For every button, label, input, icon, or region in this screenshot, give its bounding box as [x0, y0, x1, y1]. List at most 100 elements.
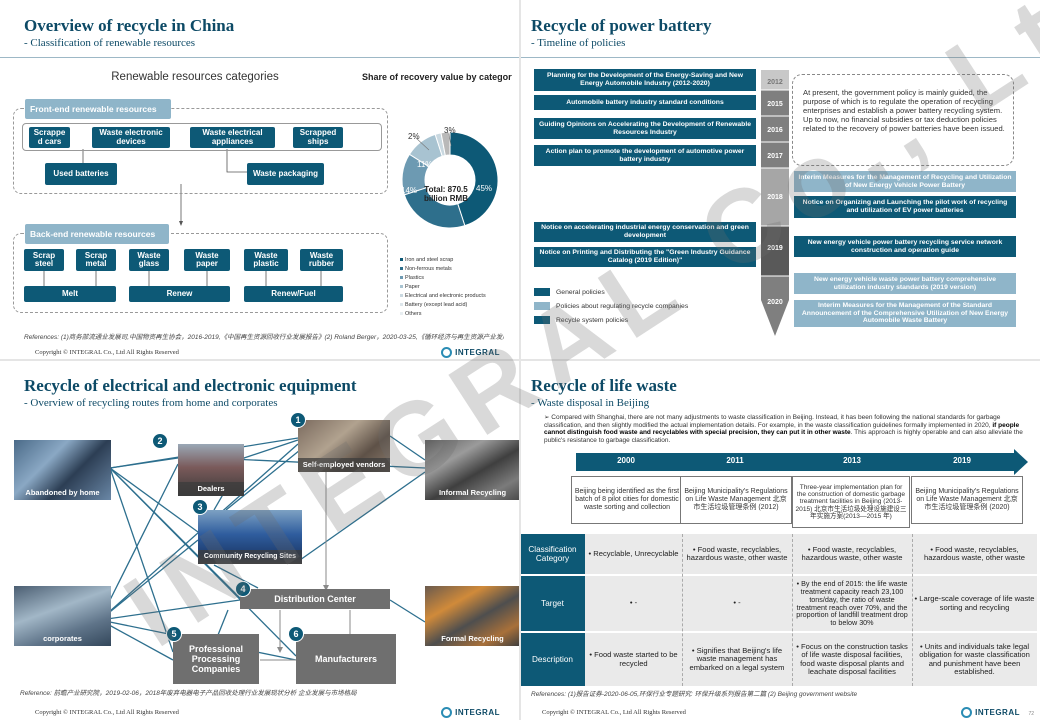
- categories-title: Renewable resources categories: [111, 71, 279, 83]
- back-item-scrap-metal: Scrap metal: [76, 249, 116, 271]
- legend-item: Non-ferrous metals: [400, 265, 486, 274]
- row-bg-description: [585, 633, 1037, 686]
- slide-title: Overview of recycle in China: [24, 16, 235, 35]
- back-item-scrap-steel: Scrap steel: [24, 249, 64, 271]
- policy-2018-a: Interim Measures for the Management of R…: [794, 171, 1016, 192]
- pie-label-3: 3%: [444, 126, 456, 135]
- pie-label-2: 2%: [408, 132, 420, 141]
- integral-logo: INTEGRAL: [961, 707, 1020, 718]
- node-distribution-center: Distribution Center: [240, 589, 390, 609]
- policy-2015: Automobile battery industry standard con…: [534, 95, 756, 110]
- step-4-badge: 4: [235, 581, 251, 597]
- cell-target-2011: • -: [733, 598, 741, 608]
- cell-target-2013: • By the end of 2015: the life waste tre…: [796, 579, 908, 628]
- back-item-waste-glass: Waste glass: [129, 249, 169, 271]
- legend-recycle-system: Recycle system policies: [534, 316, 628, 324]
- logo-ring-icon: [441, 707, 453, 718]
- dest-informal-recycling: Informal Recycling: [425, 440, 520, 500]
- step-1-badge: 1: [290, 412, 306, 428]
- year-2019: 2019: [767, 245, 783, 252]
- references: References: (1)商务部流通业发展司,中国物资再生协会，2016-2…: [24, 334, 504, 341]
- front-item-scrapped-ships: Scrapped ships: [293, 127, 343, 148]
- source-home: Abandoned by home: [14, 440, 111, 500]
- pie-label-leaders: [415, 133, 452, 151]
- event-2013: Three-year implementation plan for the c…: [792, 476, 910, 528]
- references: References: (1)报告证券-2020-06-05,环保行业专题研究:…: [531, 691, 858, 698]
- front-items-frame: [22, 123, 382, 151]
- year-2015: 2015: [767, 101, 783, 108]
- cell-desc-2000: • Food waste started to be recycled: [589, 650, 678, 668]
- tl-year-2000: 2000: [617, 456, 635, 465]
- step-2-badge: 2: [152, 433, 168, 449]
- step-5-badge: 5: [166, 626, 182, 642]
- slide-subtitle: - Timeline of policies: [531, 37, 626, 49]
- cell-class-2011: • Food waste, recyclables, hazardous was…: [686, 544, 788, 562]
- tl-year-2013: 2013: [843, 456, 861, 465]
- legend-item: Paper: [400, 283, 486, 292]
- col-sep: [912, 534, 913, 686]
- pie-center-text: Total: 870.5 billion RMB: [418, 185, 474, 204]
- cell-desc-2011: • Signifies that Beijing's life waste ma…: [689, 646, 785, 672]
- policy-2012: Planning for the Development of the Ener…: [534, 69, 756, 91]
- col-sep: [792, 534, 793, 686]
- policy-note: At present, the government policy is mai…: [792, 74, 1014, 166]
- policy-2019-b: Notice on Printing and Distributing the …: [534, 247, 756, 267]
- pie-center-line1: Total: 870.5: [424, 185, 468, 194]
- process-melt: Melt: [24, 286, 116, 302]
- year-2018: 2018: [767, 194, 783, 201]
- title-rule: [0, 57, 520, 58]
- node-professional-processing: Professional Processing Companies: [173, 634, 259, 684]
- front-item-waste-electronic-devices: Waste electronic devices: [92, 127, 170, 148]
- front-end-group: [13, 108, 388, 194]
- slide-life-waste: Recycle of life waste - Waste disposal i…: [520, 360, 1040, 720]
- tl-year-2011: 2011: [726, 456, 744, 465]
- pie-label-25: 25%: [420, 224, 437, 233]
- process-renew: Renew: [129, 286, 230, 302]
- pie-label-11: 11%: [417, 160, 433, 169]
- policy-2020: Interim Measures for the Management of t…: [794, 300, 1016, 327]
- pie-slice-iron-and-steel-scrap: [449, 131, 499, 227]
- cell-desc-2013: • Focus on the construction tasks of lif…: [796, 642, 908, 676]
- dest-formal-recycling: Formal Recycling: [425, 586, 520, 646]
- copyright: Copyright © INTEGRAL Co., Ltd All Rights…: [542, 709, 686, 716]
- legend-regulating: Policies about regulating recycle compan…: [534, 302, 688, 310]
- step-6-badge: 6: [288, 626, 304, 642]
- pie-title: Share of recovery value by category in 2…: [362, 73, 512, 82]
- back-item-waste-paper: Waste paper: [184, 249, 230, 271]
- front-sub-used-batteries: Used batteries: [45, 163, 117, 185]
- node-manufacturers: Manufacturers: [296, 634, 396, 684]
- slide-title: Recycle of power battery: [531, 16, 712, 35]
- logo-ring-icon: [961, 707, 973, 718]
- slide-title: Recycle of electrical and electronic equ…: [24, 376, 357, 395]
- tl-year-2019: 2019: [953, 456, 971, 465]
- row-header-classification: Classification Category: [520, 534, 585, 574]
- cell-class-2019: • Food waste, recyclables, hazardous was…: [924, 544, 1025, 562]
- policy-2017: Action plan to promote the development o…: [534, 145, 756, 166]
- pie-center-line2: billion RMB: [424, 193, 468, 203]
- slide-subtitle: - Waste disposal in Beijing: [531, 397, 650, 409]
- front-end-label: Front-end renewable resources: [25, 99, 171, 119]
- back-end-label: Back-end renewable resources: [25, 224, 169, 244]
- year-2017: 2017: [767, 153, 783, 160]
- legend-item: Battery (except lead acid): [400, 301, 486, 310]
- policy-2019-a: Notice on accelerating industrial energy…: [534, 222, 756, 242]
- integral-logo: INTEGRAL: [441, 347, 500, 358]
- slide-title: Recycle of life waste: [531, 376, 677, 395]
- event-2011: Beijing Municipality's Regulations on Li…: [680, 476, 792, 524]
- node-community-recycling-sites: Community Recycling Sites: [198, 550, 302, 564]
- pie-label-45: 45%: [476, 184, 493, 193]
- logo-ring-icon: [441, 347, 453, 358]
- node-dealers: Dealers: [178, 482, 244, 496]
- recovery-pie-chart: [401, 131, 499, 229]
- cell-desc-2019: • Units and individuals take legal oblig…: [919, 642, 1030, 676]
- front-item-waste-electrical-appliances: Waste electrical appliances: [190, 127, 275, 148]
- page-number: 72: [1028, 711, 1034, 717]
- legend-item: Electrical and electronic products: [400, 292, 486, 301]
- policy-2016: Guiding Opinions on Accelerating the Dev…: [534, 118, 756, 139]
- legend-item: Iron and steel scrap: [400, 256, 486, 265]
- year-2016: 2016: [767, 127, 783, 134]
- intro-text: ➢ Compared with Shanghai, there are not …: [544, 414, 1023, 444]
- event-2000: Beijing being identified as the first ba…: [571, 476, 683, 524]
- policy-2018-b: Notice on Organizing and Launching the p…: [794, 196, 1016, 218]
- pie-slice-others: [440, 131, 451, 157]
